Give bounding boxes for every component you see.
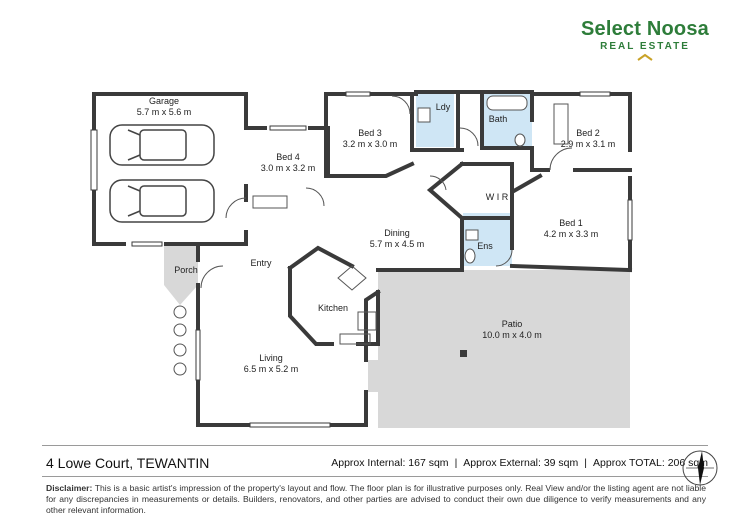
ensuite-label: Ens — [477, 241, 493, 251]
bed2-dims: 2.9 m x 3.1 m — [561, 139, 616, 149]
bed4-dims: 3.0 m x 3.2 m — [261, 163, 316, 173]
disclaimer-label: Disclaimer: — [46, 483, 93, 493]
patio-dims: 10.0 m x 4.0 m — [482, 330, 542, 340]
porch-label: Porch — [174, 265, 198, 275]
dining-label: Dining — [384, 228, 410, 238]
bed3-label: Bed 3 — [358, 128, 382, 138]
porch-area — [164, 244, 198, 305]
total-area: Approx TOTAL: 206 sqm — [593, 457, 708, 469]
brand-logo: Select Noosa REAL ESTATE — [560, 18, 730, 61]
dining-dims: 5.7 m x 4.5 m — [370, 239, 425, 249]
footer-mid-rule — [42, 476, 708, 477]
cupboards — [252, 103, 569, 345]
patio-label: Patio — [502, 319, 523, 329]
entry-label: Entry — [250, 258, 272, 268]
kitchen-label: Kitchen — [318, 303, 348, 313]
area-separator: | — [584, 457, 588, 469]
ensuite-wet-area — [463, 213, 512, 266]
living-label: Living — [259, 353, 283, 363]
windows — [90, 91, 633, 428]
living-dims: 6.5 m x 5.2 m — [244, 364, 299, 374]
doors — [200, 95, 573, 289]
bed3-dims: 3.2 m x 3.0 m — [343, 139, 398, 149]
property-address: 4 Lowe Court, TEWANTIN — [46, 455, 210, 471]
internal-area: Approx Internal: 167 sqm — [331, 457, 449, 469]
garage-label: Garage — [149, 96, 179, 106]
roof-chevron-icon — [637, 53, 653, 61]
brand-name: Select Noosa — [580, 18, 709, 40]
wir-label: W I R — [486, 192, 509, 202]
patio-area — [368, 270, 630, 428]
plant-pots — [173, 305, 187, 376]
area-summary: Approx Internal: 167 sqm | Approx External… — [331, 457, 708, 469]
car-top — [109, 124, 215, 166]
area-separator: | — [454, 457, 458, 469]
external-area: Approx External: 39 sqm — [463, 457, 579, 469]
floor-plan: Garage 5.7 m x 5.6 m Bed 4 3.0 m x 3.2 m… — [90, 90, 633, 428]
garage-dims: 5.7 m x 5.6 m — [137, 107, 192, 117]
laundry-label: Ldy — [436, 102, 451, 112]
north-compass-icon — [682, 450, 718, 486]
bed1-label: Bed 1 — [559, 218, 583, 228]
footer-top-rule — [42, 445, 708, 446]
car-bottom — [109, 179, 215, 223]
bed4-label: Bed 4 — [276, 152, 300, 162]
disclaimer-text: This is a basic artist's impression of t… — [46, 483, 706, 515]
bed2-label: Bed 2 — [576, 128, 600, 138]
disclaimer: Disclaimer: This is a basic artist's imp… — [46, 483, 706, 516]
brand-tagline: REAL ESTATE — [600, 41, 690, 52]
bed1-dims: 4.2 m x 3.3 m — [544, 229, 599, 239]
bath-label: Bath — [489, 114, 508, 124]
patio-post — [460, 350, 467, 357]
fixtures — [417, 95, 528, 264]
